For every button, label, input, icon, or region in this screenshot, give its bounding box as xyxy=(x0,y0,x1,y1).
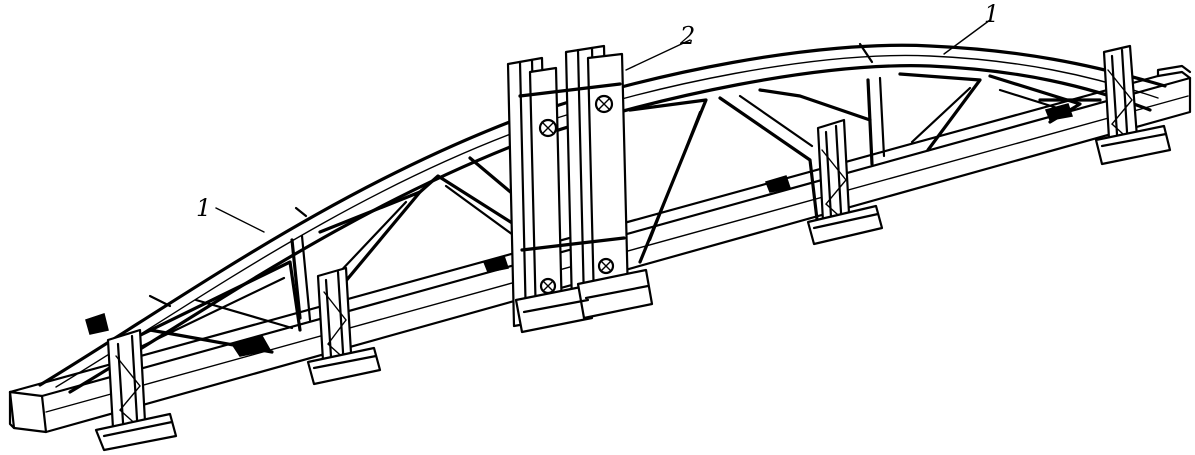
gusset-plates xyxy=(85,103,1073,357)
top-chord-label-right: 1 xyxy=(984,0,999,28)
jig-post-left xyxy=(94,328,178,452)
central-column xyxy=(506,44,654,334)
column-label: 2 xyxy=(679,22,695,50)
jig-post-mid-left xyxy=(306,266,382,386)
top-chord-label-left: 1 xyxy=(196,194,211,222)
jig-post-right xyxy=(1094,44,1172,166)
jig-post-mid-right xyxy=(806,118,884,246)
leader-lines xyxy=(215,19,991,233)
